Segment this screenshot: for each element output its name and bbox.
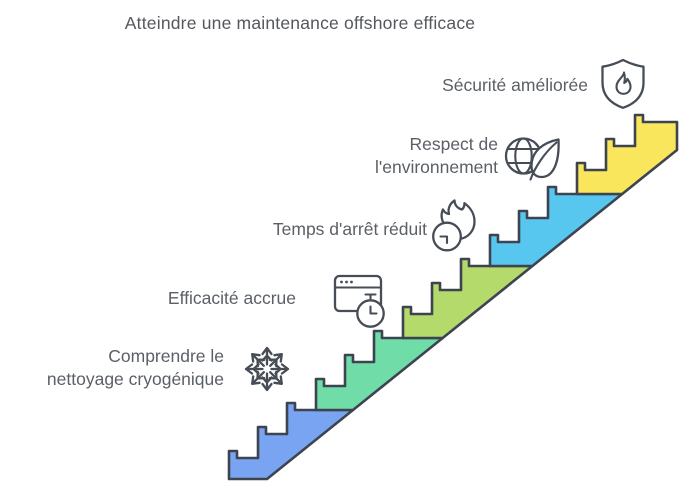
step-label-efficacite: Efficacité accrue bbox=[167, 288, 296, 308]
globe-leaf-icon bbox=[502, 126, 564, 193]
step-label-environnement: Respect de l'environnement bbox=[375, 134, 498, 177]
browser-stopwatch-icon bbox=[332, 268, 388, 335]
step-label-securite: Sécurité améliorée bbox=[442, 75, 588, 95]
shield-flame-icon bbox=[598, 57, 648, 116]
snowflake-icon bbox=[238, 342, 296, 401]
step-label-temps-arret: Temps d'arrêt réduit bbox=[272, 219, 427, 239]
flame-clock-icon bbox=[428, 198, 482, 261]
page-title: Atteindre une maintenance offshore effic… bbox=[124, 13, 476, 33]
step-label-cryogenique: Comprendre le nettoyage cryogénique bbox=[46, 346, 224, 389]
